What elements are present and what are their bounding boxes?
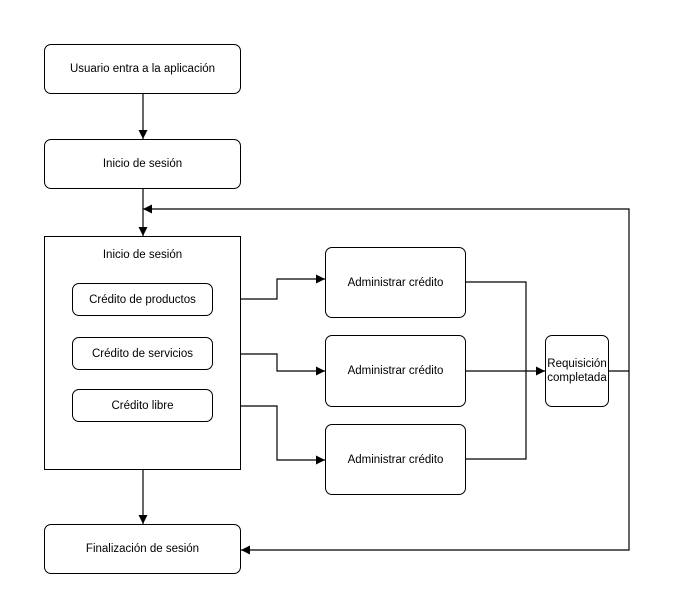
admin-credit-label-3: Administrar crédito — [347, 453, 444, 466]
credit-products-node: Crédito de productos — [72, 283, 213, 316]
edge-products-to-admin1 — [213, 274, 325, 300]
start-node: Usuario entra a la aplicación — [44, 44, 241, 94]
completed-label: Requisición completada — [547, 358, 607, 384]
credit-services-node: Crédito de servicios — [72, 337, 213, 370]
edge-admin1-to-merge — [466, 281, 527, 371]
admin-credit-node-3: Administrar crédito — [325, 424, 466, 495]
admin-credit-label-2: Administrar crédito — [347, 365, 444, 377]
end-node-label: Finalización de sesión — [85, 543, 200, 555]
admin-credit-label-1: Administrar crédito — [347, 276, 444, 289]
credit-services-label: Crédito de servicios — [92, 347, 193, 360]
credit-products-label: Crédito de productos — [89, 293, 196, 306]
login-container-title: Inicio de sesión — [102, 249, 183, 261]
edge-services-to-admin2 — [213, 353, 325, 376]
start-node-label: Usuario entra a la aplicación — [69, 63, 216, 75]
admin-credit-node-2: Administrar crédito — [325, 335, 466, 407]
login-node: Inicio de sesión — [44, 139, 241, 189]
edge-completed-loop-to-login — [143, 204, 630, 372]
end-node: Finalización de sesión — [44, 524, 241, 574]
admin-credit-node-1: Administrar crédito — [325, 247, 466, 318]
completed-node: Requisición completada — [545, 335, 609, 407]
credit-free-label: Crédito libre — [111, 399, 174, 412]
edge-admin3-to-merge — [466, 371, 527, 460]
credit-free-node: Crédito libre — [72, 389, 213, 422]
edge-completed-to-end — [241, 371, 630, 555]
edge-free-to-admin3 — [213, 405, 325, 465]
login-node-label: Inicio de sesión — [102, 158, 183, 170]
